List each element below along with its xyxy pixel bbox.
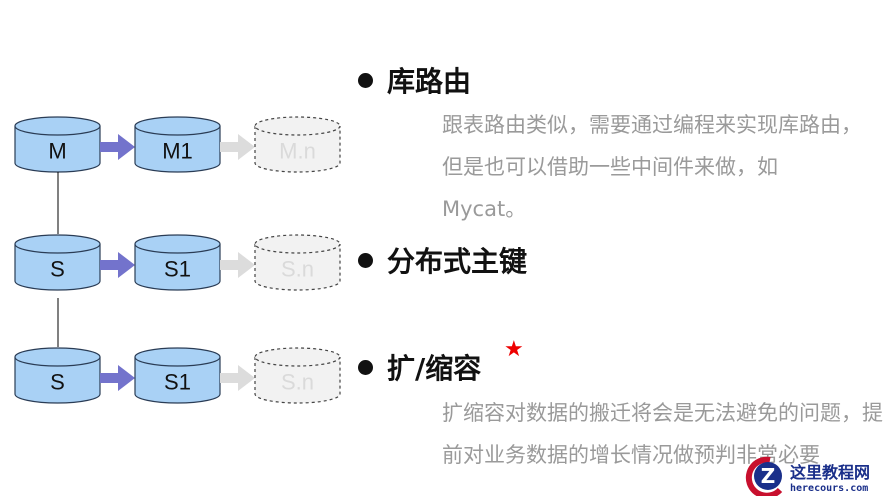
- db-copy: M1: [134, 116, 221, 173]
- db-routing-description: 跟表路由类似，需要通过编程来实现库路由，但是也可以借助一些中间件来做，如Myca…: [442, 113, 862, 221]
- db-primary: S: [14, 234, 101, 291]
- svg-text:Z: Z: [761, 464, 776, 488]
- scaling-description: 扩缩容对数据的搬迁将会是无法避免的问题，提前对业务数据的增长情况做预判非常必要: [442, 401, 883, 467]
- arrow-right-faded-icon: [220, 252, 255, 278]
- heading-text: 分布式主键: [387, 245, 528, 278]
- db-copy: S1: [134, 234, 221, 291]
- heading-text: 库路由: [387, 65, 472, 98]
- cylinder-label: M1: [162, 139, 193, 164]
- arrow-right-faded-icon: [220, 134, 255, 160]
- db-future: S.n: [254, 234, 341, 291]
- cylinder-label: S: [50, 257, 65, 282]
- heading-scaling: 扩/缩容: [358, 347, 481, 387]
- cylinder-label: S1: [164, 257, 191, 282]
- cylinder-label: S: [50, 370, 65, 395]
- star-icon: ★: [504, 336, 524, 361]
- arrow-right-icon: [100, 252, 135, 278]
- arrow-right-icon: [100, 134, 135, 160]
- db-primary: S: [14, 347, 101, 404]
- heading-text: 扩/缩容: [387, 352, 482, 385]
- cylinder-label: S.n: [281, 370, 314, 395]
- heading-db-routing: 库路由: [358, 60, 471, 100]
- cylinder-label: M.n: [279, 139, 316, 164]
- db-primary: M: [14, 116, 101, 173]
- bullet-icon: [358, 359, 373, 375]
- cylinder-label: S.n: [281, 257, 314, 282]
- db-copy: S1: [134, 347, 221, 404]
- heading-distributed-key: 分布式主键: [358, 240, 527, 280]
- db-future: S.n: [254, 347, 341, 404]
- bullet-icon: [358, 252, 373, 268]
- watermark-logo-icon: Z: [745, 456, 783, 496]
- watermark-name: 这里教程网: [790, 462, 871, 482]
- cylinder-label: S1: [164, 370, 191, 395]
- watermark-url: herecours.com: [790, 482, 869, 494]
- arrow-right-faded-icon: [220, 365, 255, 391]
- db-future: M.n: [254, 116, 341, 173]
- bullet-icon: [358, 72, 373, 88]
- cylinder-label: M: [48, 139, 66, 164]
- arrow-right-icon: [100, 365, 135, 391]
